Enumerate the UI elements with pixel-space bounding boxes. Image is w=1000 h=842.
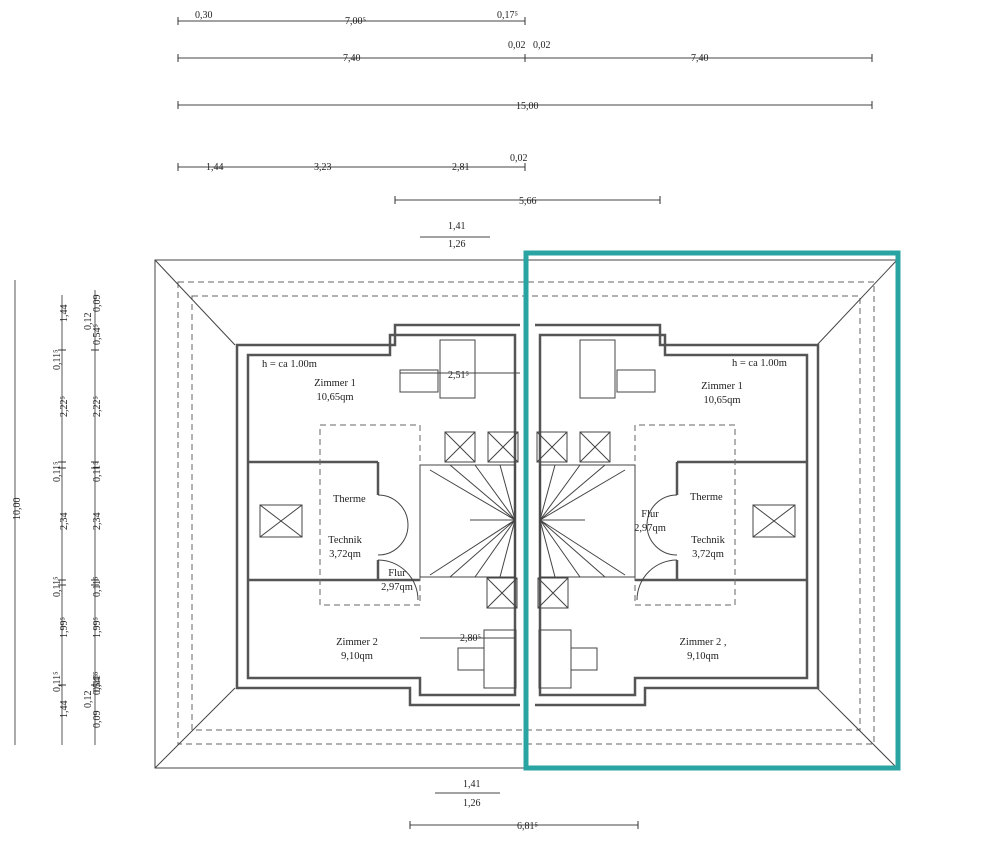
svg-text:0,12: 0,12 [83, 313, 94, 331]
svg-text:0,09: 0,09 [92, 711, 103, 729]
dim-top-0-02-c: 0,02 [510, 153, 528, 164]
dim-interior-upper: 2,51⁵ [448, 370, 469, 381]
svg-text:1,99⁵: 1,99⁵ [92, 617, 103, 638]
dim-bottom-1-26: 1,26 [463, 798, 481, 809]
svg-text:1,44: 1,44 [59, 701, 70, 719]
right-unit-walls [535, 323, 820, 707]
svg-text:0,11⁵: 0,11⁵ [52, 671, 63, 692]
svg-text:0,11⁵: 0,11⁵ [92, 461, 103, 482]
dim-left-col-b: 0,09 0,54⁵ 0,12 2,22⁵ 0,11⁵ 2,34 0,11⁵ 1… [83, 295, 103, 729]
svg-text:2,22⁵: 2,22⁵ [59, 396, 70, 417]
right-zimmer1-name: Zimmer 1 [701, 381, 743, 392]
dim-top-1-44: 1,44 [206, 162, 224, 173]
highlight-box [523, 250, 901, 771]
dim-top-5-66: 5,66 [519, 196, 537, 207]
svg-text:0,11⁵: 0,11⁵ [92, 576, 103, 597]
svg-text:0,09: 0,09 [92, 295, 103, 313]
left-zimmer2-area: 9,10qm [341, 651, 373, 662]
svg-text:0,11⁵: 0,11⁵ [52, 349, 63, 370]
left-zimmer1-name: Zimmer 1 [314, 378, 356, 389]
left-height-note: h = ca 1.00m [262, 359, 317, 370]
left-technik-name: Technik [328, 535, 362, 546]
right-unit-labels: h = ca 1.00m Zimmer 1 10,65qm Therme Tec… [634, 358, 787, 662]
bottom-dimension-lines [409, 792, 639, 829]
dim-top-0-02-a: 0,02 [508, 40, 526, 51]
left-zimmer1-area: 10,65qm [316, 392, 353, 403]
dim-top-7-00: 7,00⁵ [345, 16, 366, 27]
left-therme-label: Therme [333, 494, 366, 505]
svg-text:0,12: 0,12 [83, 691, 94, 709]
svg-text:0,11⁵: 0,11⁵ [52, 461, 63, 482]
right-technik-name: Technik [691, 535, 725, 546]
svg-text:0,54⁵: 0,54⁵ [92, 324, 103, 345]
dim-top-0-02-b: 0,02 [533, 40, 551, 51]
dim-left-total: 10,00 [12, 498, 23, 521]
right-height-note: h = ca 1.00m [732, 358, 787, 369]
svg-text:2,34: 2,34 [59, 513, 70, 531]
left-technik-area: 3,72qm [329, 549, 361, 560]
right-flur-area: 2,97qm [634, 523, 666, 534]
left-unit-walls [235, 323, 520, 707]
svg-text:0,11⁵: 0,11⁵ [92, 671, 103, 692]
svg-text:1,99⁵: 1,99⁵ [59, 617, 70, 638]
left-flur-name: Flur [388, 568, 406, 579]
dim-top-7-40-left: 7,40 [343, 53, 361, 64]
dim-bottom-1-41: 1,41 [463, 779, 481, 790]
right-zimmer2-name: Zimmer 2 , [680, 637, 727, 648]
svg-text:0,11⁵: 0,11⁵ [52, 576, 63, 597]
top-dimension-lines [177, 17, 873, 238]
dim-left-col-a: 1,44 0,11⁵ 2,22⁵ 0,11⁵ 2,34 0,11⁵ 1,99⁵ … [52, 305, 70, 719]
svg-text:2,34: 2,34 [92, 513, 103, 531]
right-zimmer1-area: 10,65qm [703, 395, 740, 406]
dim-bottom-6-81: 6,81⁵ [517, 821, 538, 832]
left-unit-labels: h = ca 1.00m Zimmer 1 10,65qm Therme Tec… [262, 359, 413, 662]
dim-top-0-17: 0,17⁵ [497, 10, 518, 21]
left-flur-area: 2,97qm [381, 582, 413, 593]
right-flur-name: Flur [641, 509, 659, 520]
right-therme-label: Therme [690, 492, 723, 503]
dim-top-1-26: 1,26 [448, 239, 466, 250]
dim-interior-lower: 2,80⁵ [460, 633, 481, 644]
right-technik-area: 3,72qm [692, 549, 724, 560]
dim-top-7-40-right: 7,40 [691, 53, 709, 64]
svg-text:1,44: 1,44 [59, 305, 70, 323]
dim-top-2-81: 2,81 [452, 162, 470, 173]
dim-top-3-23: 3,23 [314, 162, 332, 173]
left-dimension-lines [14, 280, 99, 745]
right-zimmer2-area: 9,10qm [687, 651, 719, 662]
svg-text:2,22⁵: 2,22⁵ [92, 396, 103, 417]
svg-text:0,54⁵: 0,54⁵ [92, 674, 103, 695]
dim-top-15-00: 15,00 [516, 101, 539, 112]
dim-top-1-41: 1,41 [448, 221, 466, 232]
dim-top-0-30: 0,30 [195, 10, 213, 21]
left-zimmer2-name: Zimmer 2 [336, 637, 378, 648]
